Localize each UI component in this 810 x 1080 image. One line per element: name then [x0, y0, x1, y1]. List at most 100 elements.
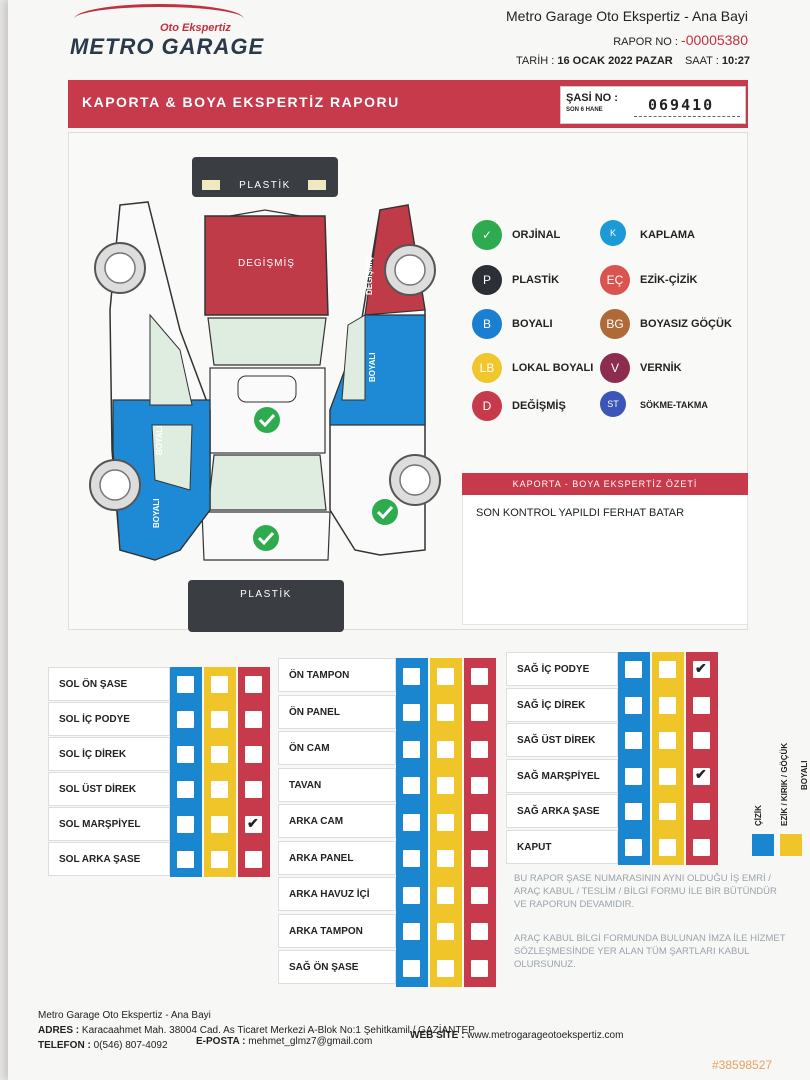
part-checkbox[interactable]: [437, 667, 454, 685]
part-checkbox[interactable]: [471, 777, 488, 795]
part-row-label: TAVAN: [278, 767, 396, 802]
part-checkbox[interactable]: [211, 816, 228, 833]
footer-company: Metro Garage Oto Ekspertiz - Ana Bayi: [38, 1010, 211, 1021]
address-value: Karacaahmet Mah. 38004 Cad. As Ticaret M…: [81, 1025, 475, 1036]
part-checkbox[interactable]: [403, 667, 420, 685]
part-checkbox[interactable]: [245, 676, 262, 693]
part-checkbox[interactable]: [437, 704, 454, 722]
part-checkbox[interactable]: [693, 767, 710, 785]
rear-bumper-label: PLASTİK: [240, 589, 292, 600]
logo-tagline: Oto Ekspertiz: [160, 22, 231, 34]
part-checkbox[interactable]: [403, 704, 420, 722]
part-checkbox[interactable]: [177, 746, 194, 763]
part-checkbox[interactable]: [403, 850, 420, 868]
part-checkbox[interactable]: [471, 959, 488, 977]
part-checkbox[interactable]: [437, 923, 454, 941]
chassis-box: [560, 86, 746, 124]
part-checkbox[interactable]: [625, 696, 642, 714]
part-checkbox[interactable]: [211, 851, 228, 868]
note-2: ARAÇ KABUL BİLGİ FORMUNDA BULUNAN İMZA İ…: [514, 933, 786, 970]
part-checkbox[interactable]: [659, 803, 676, 821]
part-checkbox[interactable]: [693, 732, 710, 750]
part-checkbox[interactable]: [437, 886, 454, 904]
part-checkbox[interactable]: [245, 816, 262, 833]
left-boyali-label-1: BOYALI: [155, 425, 164, 456]
part-checkbox[interactable]: [211, 676, 228, 693]
part-checkbox[interactable]: [437, 740, 454, 758]
footer-email: E-POSTA : mehmet_glmz7@gmail.com: [196, 1036, 372, 1047]
part-checkbox[interactable]: [177, 781, 194, 798]
note-1: BU RAPOR ŞASE NUMARASININ AYNI OLDUĞU İŞ…: [514, 873, 777, 910]
part-checkbox[interactable]: [437, 959, 454, 977]
part-checkbox[interactable]: [659, 838, 676, 856]
part-checkbox[interactable]: [177, 816, 194, 833]
part-checkbox[interactable]: [177, 676, 194, 693]
part-row-label: ARKA PANEL: [278, 840, 396, 875]
time-label: SAAT :: [684, 55, 719, 67]
chassis-sub-label: SON 6 HANE: [566, 107, 603, 113]
part-row-label: SOL ÜST DİREK: [48, 772, 170, 806]
left-boyali-label-2: BOYALI: [152, 498, 161, 529]
part-checkbox[interactable]: [693, 661, 710, 679]
part-checkbox[interactable]: [471, 886, 488, 904]
summary-box: [462, 473, 748, 625]
part-checkbox[interactable]: [245, 711, 262, 728]
part-checkbox[interactable]: [659, 661, 676, 679]
part-checkbox[interactable]: [471, 923, 488, 941]
part-checkbox[interactable]: [211, 711, 228, 728]
part-checkbox[interactable]: [403, 923, 420, 941]
part-checkbox[interactable]: [437, 777, 454, 795]
listing-watermark: #38598527: [712, 1058, 773, 1072]
part-checkbox[interactable]: [403, 813, 420, 831]
front-bumper-lights-right: [308, 180, 326, 190]
part-checkbox[interactable]: [403, 777, 420, 795]
part-row-label: ÖN PANEL: [278, 694, 396, 729]
part-checkbox[interactable]: [693, 696, 710, 714]
part-checkbox[interactable]: [211, 746, 228, 763]
summary-title: KAPORTA - BOYA EKSPERTİZ ÖZETİ: [462, 473, 748, 495]
checked-mark-icon: ✔: [695, 766, 707, 783]
part-checkbox[interactable]: [177, 851, 194, 868]
part-checkbox[interactable]: [403, 959, 420, 977]
part-checkbox[interactable]: [403, 886, 420, 904]
part-row-label: SAĞ ÜST DİREK: [506, 723, 618, 757]
part-checkbox[interactable]: [693, 803, 710, 821]
part-checkbox[interactable]: [471, 813, 488, 831]
ezik-swatch: [780, 834, 802, 856]
legend-8-label: VERNİK: [640, 362, 682, 374]
part-checkbox[interactable]: [625, 732, 642, 750]
part-checkbox[interactable]: [471, 740, 488, 758]
part-checkbox[interactable]: [659, 732, 676, 750]
part-checkbox[interactable]: [471, 704, 488, 722]
part-checkbox[interactable]: [693, 838, 710, 856]
part-checkbox[interactable]: [245, 851, 262, 868]
time-value: 10:27: [721, 55, 750, 67]
part-checkbox[interactable]: [211, 781, 228, 798]
report-title: KAPORTA & BOYA EKSPERTİZ RAPORU: [82, 94, 400, 110]
boyali-label: BOYALI: [800, 760, 809, 791]
date-value: 16 OCAK 2022 PAZAR: [557, 55, 673, 67]
part-checkbox[interactable]: [437, 850, 454, 868]
report-date: TARİH : 16 OCAK 2022 PAZAR SAAT : 10:27: [460, 55, 750, 67]
rear-bumper-plastik: PLASTİK: [188, 580, 344, 632]
part-checkbox[interactable]: [471, 667, 488, 685]
part-checkbox[interactable]: [177, 711, 194, 728]
legend-3-icon: P: [472, 265, 502, 295]
part-checkbox[interactable]: [625, 661, 642, 679]
part-checkbox[interactable]: [403, 740, 420, 758]
part-checkbox[interactable]: [471, 850, 488, 868]
part-checkbox[interactable]: [625, 767, 642, 785]
part-checkbox[interactable]: [437, 813, 454, 831]
part-checkbox[interactable]: [659, 767, 676, 785]
part-checkbox[interactable]: [625, 838, 642, 856]
part-row-label: SAĞ MARŞPİYEL: [506, 758, 618, 793]
legend-1-icon: ✓: [472, 220, 502, 250]
check-roof-icon: [254, 407, 280, 433]
logo-swoosh: [74, 4, 244, 34]
right-boyali-label: BOYALI: [368, 352, 377, 383]
part-checkbox[interactable]: [659, 696, 676, 714]
part-checkbox[interactable]: [245, 746, 262, 763]
legend-4-label: EZİK-ÇİZİK: [640, 274, 698, 286]
part-checkbox[interactable]: [245, 781, 262, 798]
part-checkbox[interactable]: [625, 803, 642, 821]
